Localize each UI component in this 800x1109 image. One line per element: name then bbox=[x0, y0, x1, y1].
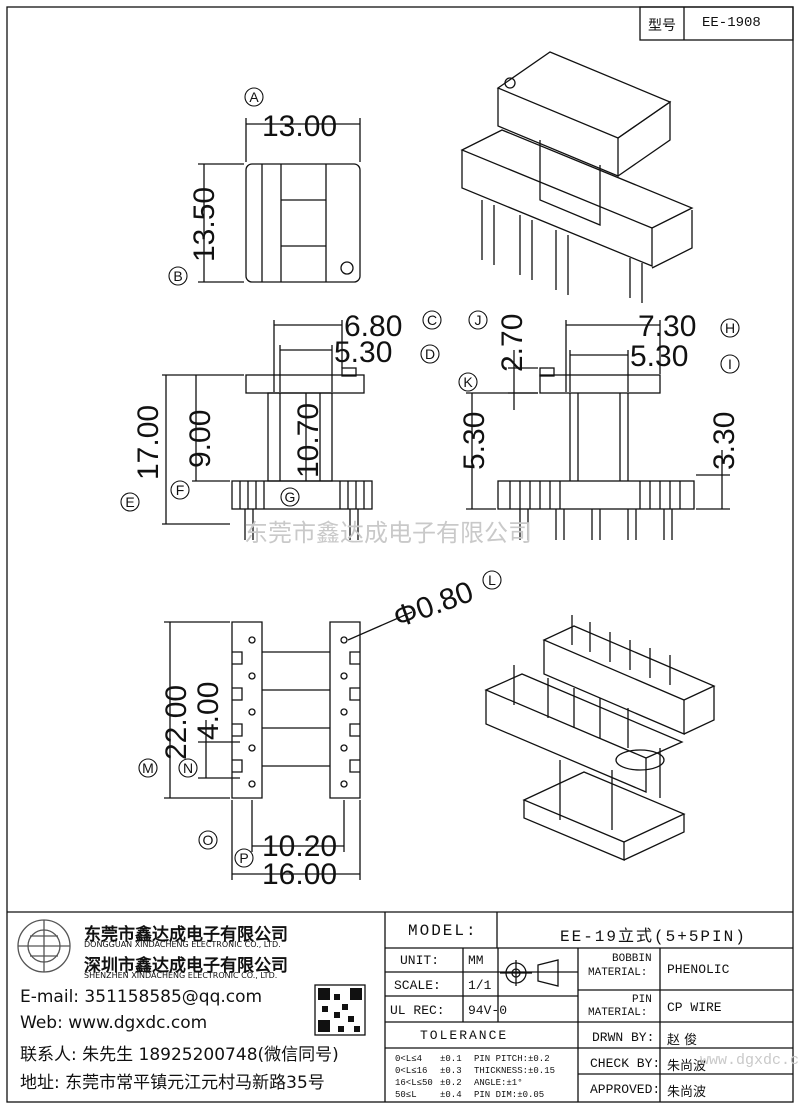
tol-row-1-value: ±0.1 bbox=[440, 1054, 462, 1064]
pin-label-2: MATERIAL: bbox=[588, 1007, 648, 1019]
tol-row-3-note: ANGLE:±1° bbox=[474, 1078, 523, 1088]
ulrec-label: UL REC: bbox=[390, 1003, 445, 1018]
marker-m: M bbox=[142, 760, 154, 776]
unit-label: UNIT: bbox=[400, 953, 440, 968]
tol-row-2-note: THICKNESS:±0.15 bbox=[474, 1066, 556, 1076]
marker-h: H bbox=[725, 320, 735, 336]
ulrec-value: 94V-0 bbox=[468, 1003, 508, 1018]
dim-l-text: Φ0.80 bbox=[389, 575, 478, 634]
dim-f-text: 9.00 bbox=[184, 410, 217, 468]
marker-j: J bbox=[475, 312, 482, 328]
unit-value: MM bbox=[468, 953, 484, 968]
marker-p: P bbox=[239, 850, 248, 866]
web-text: Web: www.dgxdc.com bbox=[20, 1013, 208, 1033]
drwn-value: 赵 俊 bbox=[667, 1033, 698, 1048]
header-model-value: EE-1908 bbox=[702, 15, 761, 31]
company-logo bbox=[17, 919, 71, 973]
top-view bbox=[198, 118, 361, 283]
drwn-label: DRWN BY: bbox=[592, 1030, 655, 1045]
bobbin-value: PHENOLIC bbox=[667, 962, 730, 977]
marker-c: C bbox=[427, 312, 437, 328]
watermark-text: 东莞市鑫达成电子有限公司 bbox=[244, 519, 532, 547]
contact-text: 联系人: 朱先生 18925200748(微信同号) bbox=[20, 1045, 339, 1065]
company-name-dg-en: DONGGUAN XINDACHENG ELECTRONIC CO., LTD. bbox=[84, 940, 281, 949]
tol-row-1-range: 0<L≤4 bbox=[395, 1054, 423, 1064]
marker-g: G bbox=[285, 489, 296, 505]
dim-o-text: 10.20 bbox=[262, 830, 337, 863]
dim-i-text: 5.30 bbox=[630, 340, 688, 373]
dim-m-text: 22.00 bbox=[160, 685, 193, 760]
iso-view-bottom bbox=[484, 615, 716, 861]
sheet-border bbox=[6, 6, 794, 1103]
tol-row-3-value: ±0.2 bbox=[440, 1078, 462, 1088]
title-block-grid bbox=[7, 911, 793, 1102]
dim-side-text: 3.30 bbox=[708, 412, 741, 470]
tol-row-4-range: 50≤L bbox=[395, 1090, 417, 1100]
dim-b-text: 13.50 bbox=[188, 187, 221, 262]
approved-value: 朱尚波 bbox=[667, 1085, 707, 1100]
tol-row-3-range: 16<L≤50 bbox=[395, 1078, 433, 1088]
approved-label: APPROVED: bbox=[590, 1082, 661, 1097]
header-model-label: 型号 bbox=[648, 18, 676, 34]
marker-a: A bbox=[249, 89, 259, 105]
marker-o: O bbox=[203, 832, 214, 848]
model-value: EE-19立式(5+5PIN) bbox=[560, 928, 747, 946]
side-view bbox=[466, 320, 730, 540]
marker-l: L bbox=[488, 572, 496, 588]
dim-k-text: 5.30 bbox=[458, 412, 491, 470]
marker-e: E bbox=[125, 494, 134, 510]
tol-row-2-value: ±0.3 bbox=[440, 1066, 462, 1076]
dim-n-text: 4.00 bbox=[192, 682, 225, 740]
bottom-view bbox=[164, 611, 413, 880]
dim-d-text: 5.30 bbox=[334, 336, 392, 369]
dim-h-text: 7.30 bbox=[638, 310, 696, 343]
dim-e-text: 17.00 bbox=[132, 405, 165, 480]
dim-c-text: 6.80 bbox=[344, 310, 402, 343]
email-text: E-mail: 351158585@qq.com bbox=[20, 987, 263, 1007]
bobbin-label-1: BOBBIN bbox=[612, 953, 652, 965]
iso-view-top bbox=[460, 51, 694, 303]
tol-row-2-range: 0<L≤16 bbox=[395, 1066, 428, 1076]
company-name-dg: 东莞市鑫达成电子有限公司 bbox=[84, 925, 288, 945]
tol-row-4-value: ±0.4 bbox=[440, 1090, 462, 1100]
dim-g-text: 10.70 bbox=[292, 403, 325, 478]
footer-watermark: www.dgxdc.com bbox=[700, 1052, 800, 1069]
marker-k: K bbox=[463, 374, 473, 390]
tol-row-4-note: PIN DIM:±0.05 bbox=[474, 1090, 545, 1100]
qr-code bbox=[314, 984, 366, 1036]
pin-label-1: PIN bbox=[632, 994, 652, 1006]
pin-value: CP WIRE bbox=[667, 1000, 722, 1015]
scale-value: 1/1 bbox=[468, 978, 492, 993]
address-text: 地址: 东莞市常平镇元江元村马新路35号 bbox=[20, 1073, 325, 1093]
dim-p-text: 16.00 bbox=[262, 858, 337, 891]
tol-row-1-note: PIN PITCH:±0.2 bbox=[474, 1054, 550, 1064]
company-name-sz-en: SHENZHEN XINDACHENG ELECTRONIC CO., LTD. bbox=[84, 971, 278, 980]
check-value: 朱尚波 bbox=[667, 1059, 707, 1074]
company-name-sz: 深圳市鑫达成电子有限公司 bbox=[84, 956, 288, 976]
check-label: CHECK BY: bbox=[590, 1056, 661, 1071]
marker-n: N bbox=[183, 760, 193, 776]
model-label: MODEL: bbox=[408, 922, 478, 940]
marker-d: D bbox=[425, 346, 435, 362]
dim-a-text: 13.00 bbox=[262, 110, 337, 143]
marker-i: I bbox=[728, 356, 732, 372]
bobbin-label-2: MATERIAL: bbox=[588, 967, 648, 979]
front-view bbox=[162, 320, 373, 540]
header-box bbox=[639, 6, 794, 41]
marker-b: B bbox=[173, 268, 182, 284]
dim-j-text: 2.70 bbox=[496, 314, 529, 372]
marker-f: F bbox=[176, 482, 185, 498]
scale-label: SCALE: bbox=[394, 978, 441, 993]
tolerance-label: TOLERANCE bbox=[420, 1028, 509, 1043]
